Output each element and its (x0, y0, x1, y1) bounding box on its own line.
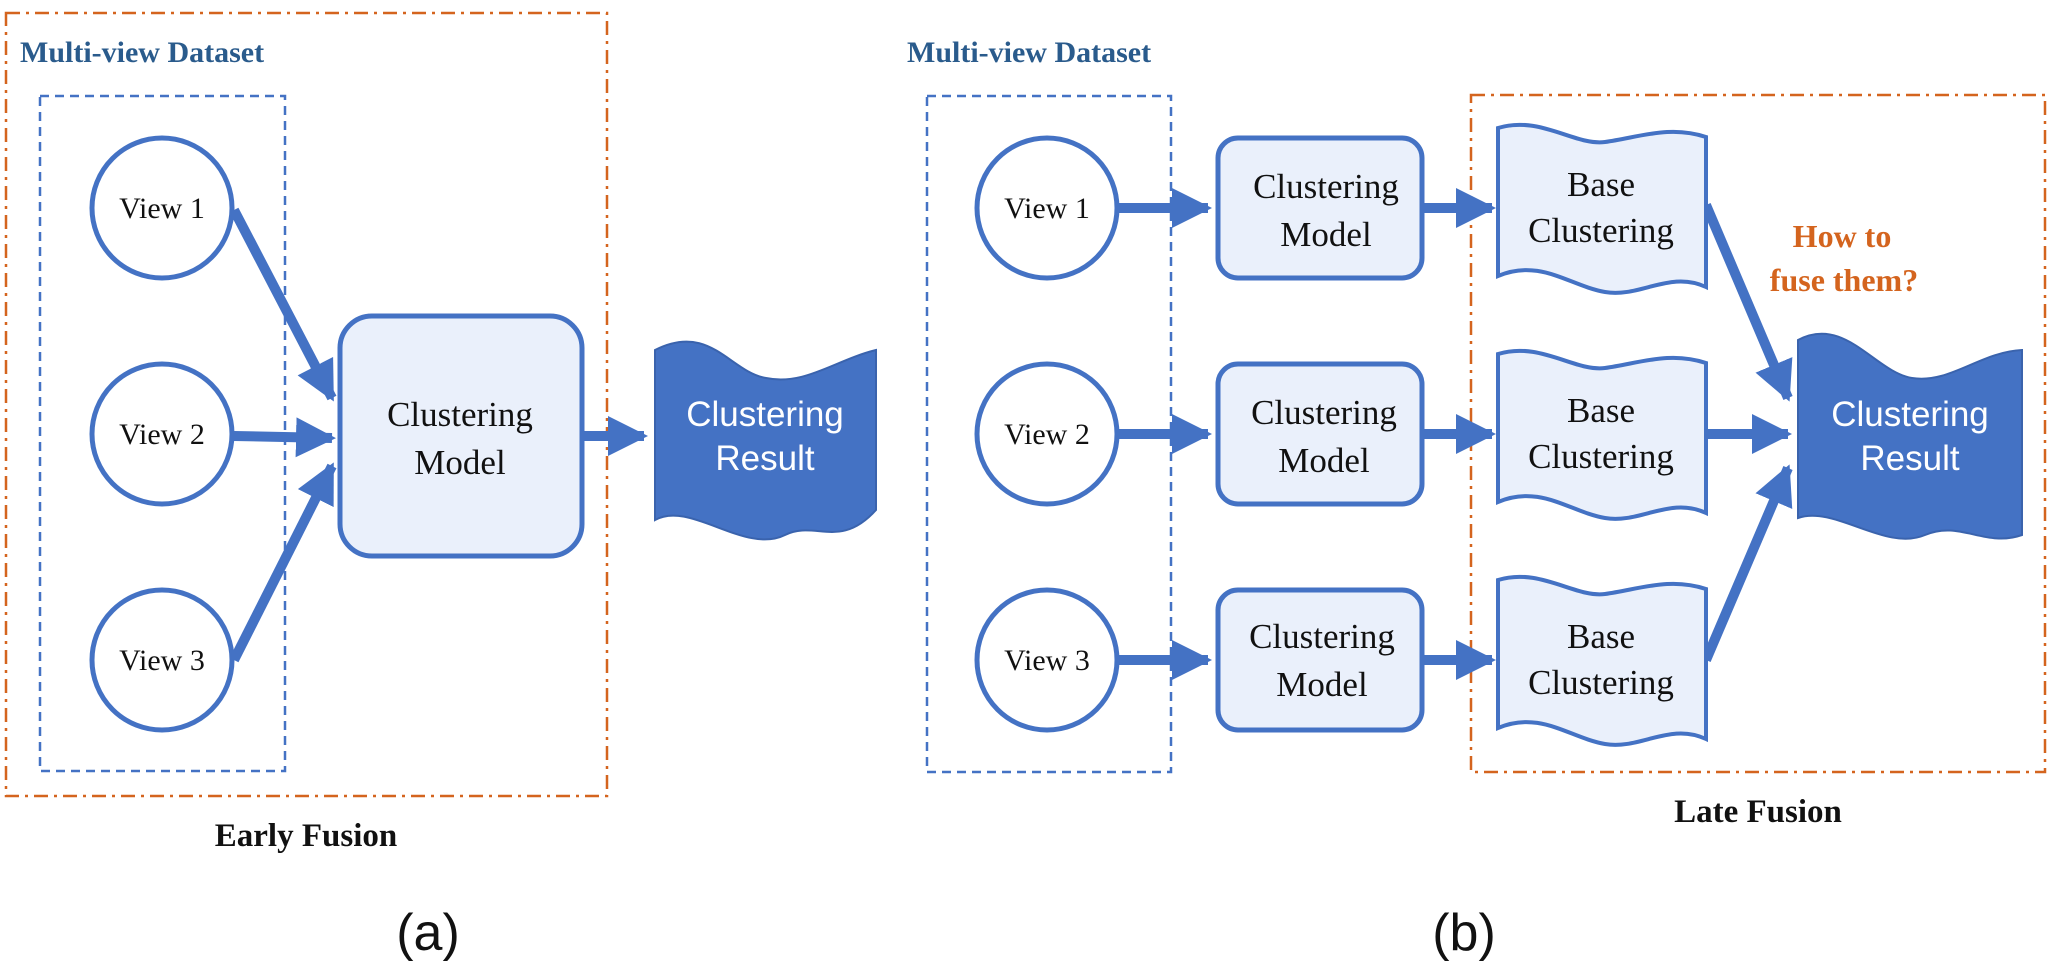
base-label-line1: Base (1567, 391, 1635, 430)
model-label-line1: Clustering (1249, 617, 1395, 656)
view-node-3-a: View 3 (89, 587, 235, 733)
base-label-line2: Clustering (1528, 437, 1674, 476)
panel-a: Multi-view Dataset View 1 View 2 View 3 … (4, 11, 877, 962)
result-label-line2: Result (1860, 439, 1959, 478)
arrow-base1-to-result-b (1701, 203, 1793, 402)
base-label-line1: Base (1567, 165, 1635, 204)
view-node-2-b: View 2 (974, 361, 1120, 507)
model-label-line2: Model (1278, 441, 1370, 480)
view-label: View 2 (1004, 418, 1090, 451)
view-label: View 1 (1004, 192, 1090, 225)
base-label-line1: Base (1567, 617, 1635, 656)
view-node-2-a: View 2 (89, 361, 235, 507)
arrow-view1-to-model-a (229, 207, 337, 402)
result-label-line1: Clustering (1831, 395, 1989, 434)
base-clustering-3: Base Clustering (1496, 574, 1708, 747)
model-label-line1: Clustering (1253, 167, 1399, 206)
arrow-view2-to-model-a (233, 417, 336, 458)
early-fusion-label: Early Fusion (215, 818, 397, 854)
dataset-frame-b (925, 94, 1173, 774)
result-label-line2: Result (715, 439, 814, 478)
base-label-line2: Clustering (1528, 663, 1674, 702)
caption-b: (b) (1432, 904, 1496, 962)
view-label: View 1 (119, 192, 205, 225)
view-label: View 3 (119, 644, 205, 677)
panel-b: Multi-view Dataset View 1 View 2 View 3 (907, 36, 2047, 962)
clustering-model-1-b: Clustering Model (1215, 135, 1425, 281)
model-label-line1: Clustering (1251, 393, 1397, 432)
dataset-label-a: Multi-view Dataset (20, 36, 264, 69)
model-label-line2: Model (1280, 215, 1372, 254)
arrows-a (229, 207, 649, 663)
arrows-b (1118, 188, 1793, 680)
clustering-result-a: Clustering Result (654, 340, 877, 541)
fusion-question-line2: fuse them? (1770, 262, 1918, 298)
view-node-1-a: View 1 (89, 135, 235, 281)
result-label-line1: Clustering (686, 395, 844, 434)
view-label: View 2 (119, 418, 205, 451)
model-label-line2: Model (1276, 665, 1368, 704)
clustering-result-b: Clustering Result (1797, 332, 2023, 540)
base-clustering-2: Base Clustering (1496, 348, 1708, 521)
caption-a: (a) (396, 904, 460, 962)
late-fusion-frame (1469, 93, 2047, 774)
clustering-model-3-b: Clustering Model (1215, 587, 1425, 733)
dataset-label-b: Multi-view Dataset (907, 36, 1151, 69)
arrow-view3-to-model-a (229, 462, 337, 663)
model-label-line2: Model (414, 443, 506, 482)
view-node-3-b: View 3 (974, 587, 1120, 733)
late-fusion-label: Late Fusion (1674, 794, 1842, 830)
view-node-1-b: View 1 (974, 135, 1120, 281)
clustering-model-2-b: Clustering Model (1215, 361, 1425, 507)
dataset-frame-a (38, 94, 287, 773)
early-fusion-frame (4, 11, 609, 798)
base-clustering-1: Base Clustering (1496, 122, 1708, 295)
view-label: View 3 (1004, 644, 1090, 677)
clustering-model-a: Clustering Model (337, 313, 585, 559)
model-label-line1: Clustering (387, 395, 533, 434)
fusion-question-line1: How to (1793, 218, 1892, 254)
base-label-line2: Clustering (1528, 211, 1674, 250)
arrow-base3-to-result-b (1701, 464, 1793, 662)
